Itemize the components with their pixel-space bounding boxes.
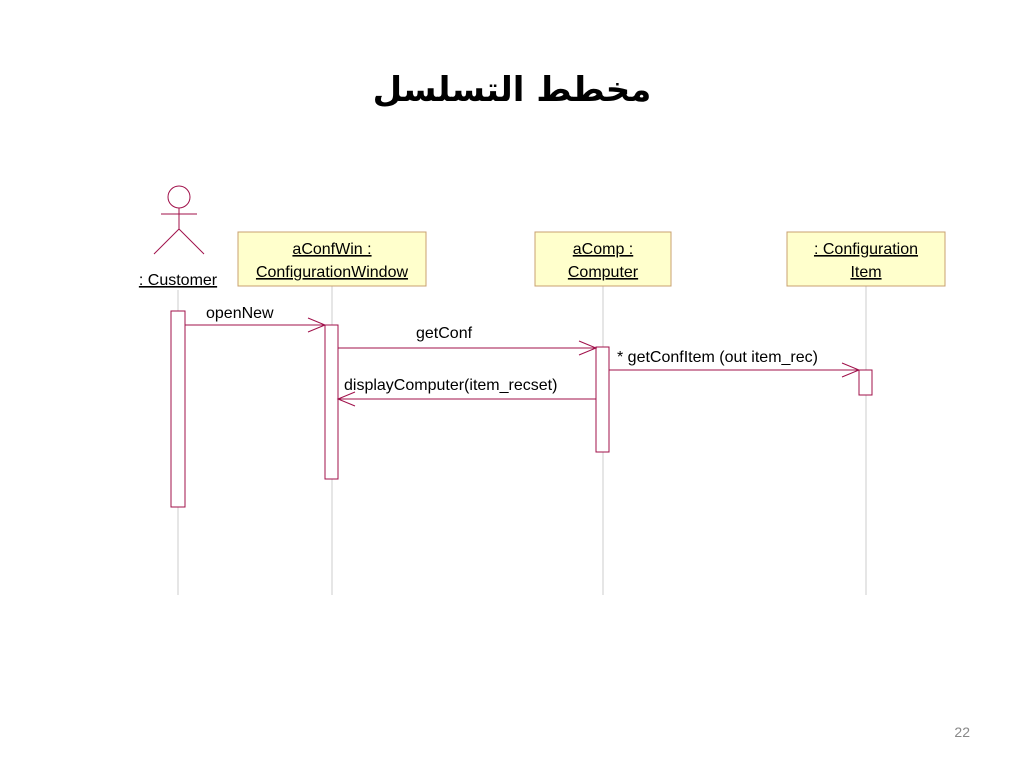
object-box-configuration-item [786,231,946,287]
message-open-new-label: openNew [206,305,274,322]
object-configuration-item-line1: : Configuration [814,241,918,258]
object-box-computer [534,231,672,287]
object-computer-line2: Computer [568,264,639,281]
activation-configuration-item [858,369,873,396]
activation-computer [595,346,610,453]
object-configuration-item-line2: Item [850,264,881,281]
activation-configuration-window [324,324,339,480]
page-number: 22 [954,724,970,740]
message-get-conf-item-label: * getConfItem (out item_rec) [617,349,818,366]
message-get-conf-item-arrow [609,362,861,378]
object-configuration-window-line2: ConfigurationWindow [256,264,409,281]
message-get-conf-arrow [338,340,598,356]
actor-customer-figure [153,185,205,255]
activation-customer [170,310,186,508]
message-display-computer-label: displayComputer(item_recset) [344,377,557,394]
message-open-new-arrow [185,317,327,333]
slide-title: مخطط التسلسل [372,70,652,110]
actor-customer-label: : Customer [139,272,218,289]
object-computer-line1: aComp : [573,241,633,258]
message-display-computer-arrow [336,391,596,407]
object-configuration-window-line1: aConfWin : [292,241,371,258]
message-get-conf-label: getConf [416,325,473,342]
object-box-configuration-window [237,231,427,287]
